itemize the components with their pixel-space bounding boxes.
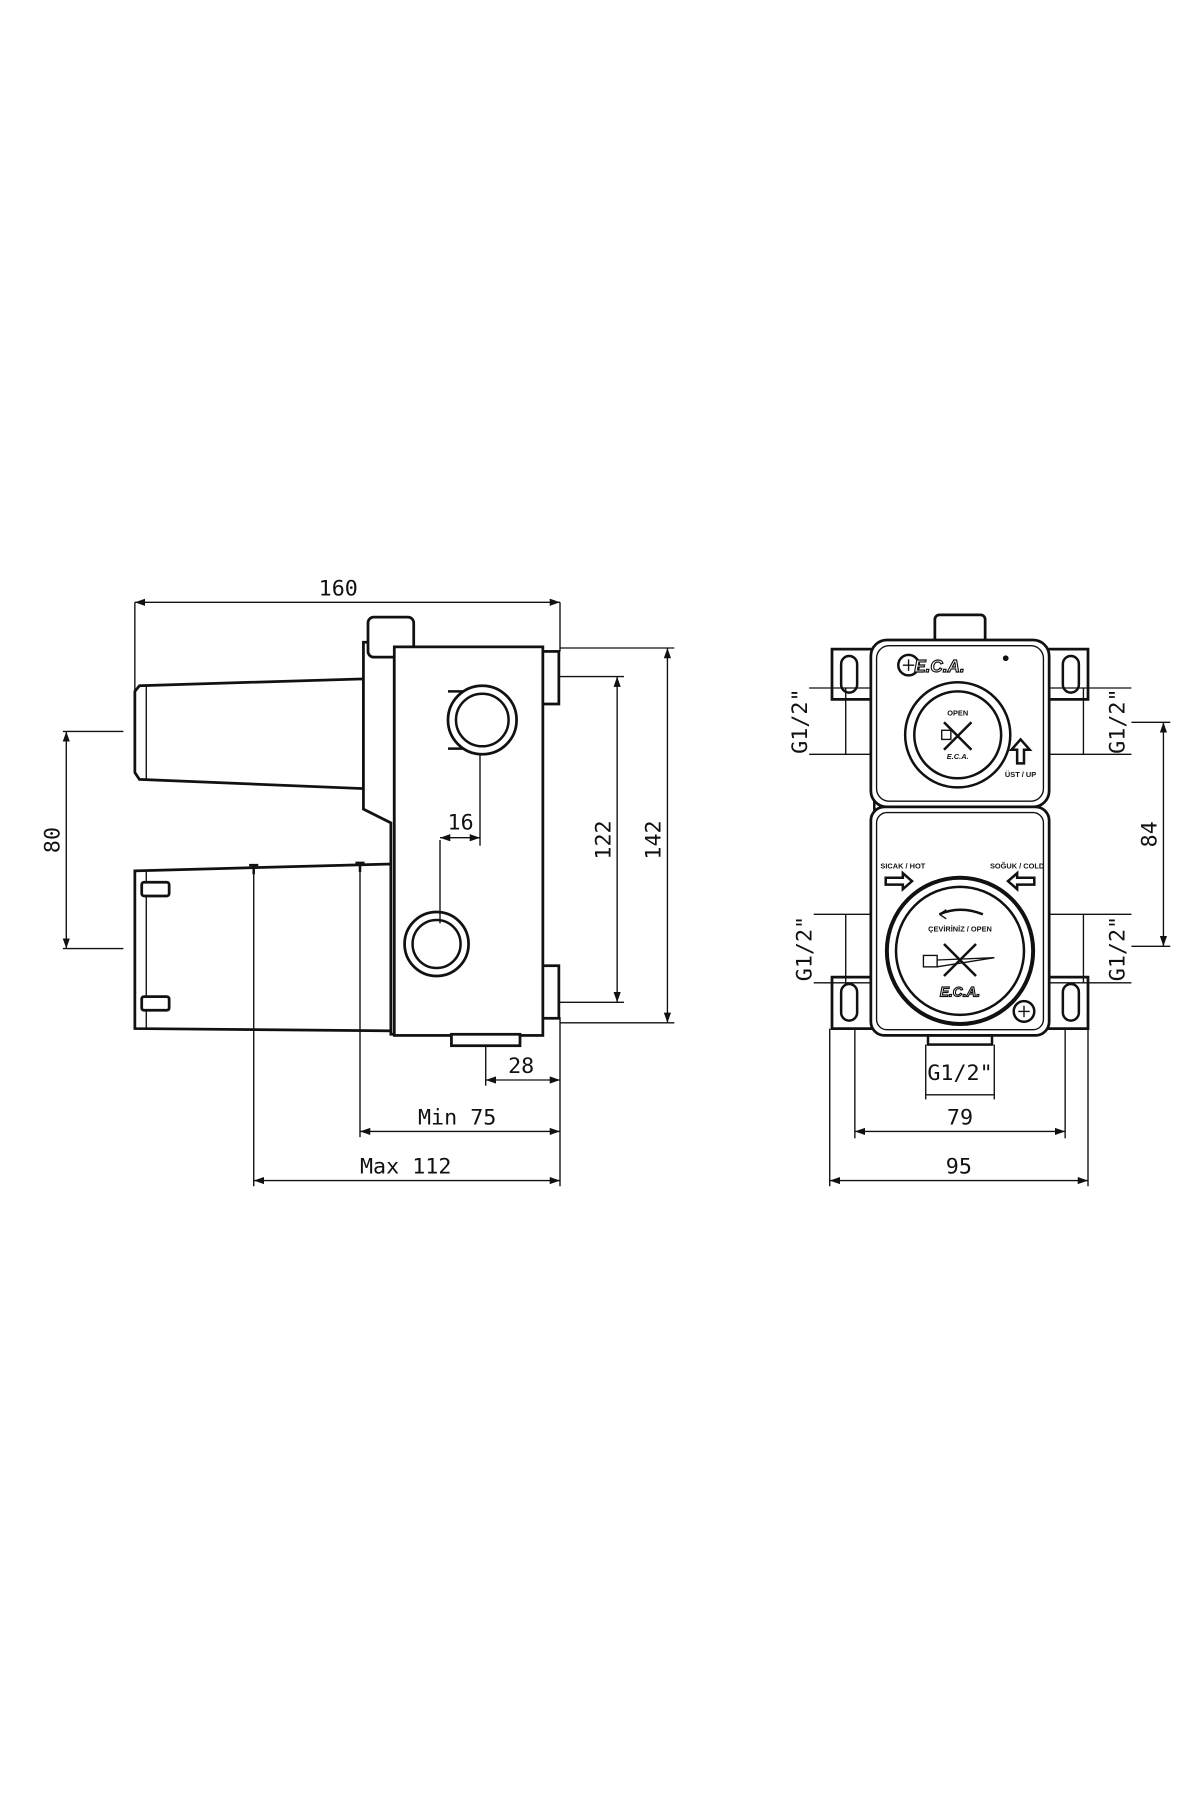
dim-min-depth: Min 75 [359,865,560,1138]
mixer-dial: ÇEVİRİNİZ / OPEN E.C.A. [884,875,1036,1026]
dial-logo-lower: E.C.A. [940,985,980,1000]
tab-bottom [541,964,561,1020]
thread-lower-left-label: G1/2" [792,916,817,981]
dim-122-label: 122 [591,820,616,859]
dim-thread-lower-left: G1/2" [792,913,871,984]
cold-label: SOĞUK / COLD [990,862,1045,871]
tab-top [541,650,561,706]
upper-handle [133,677,365,790]
lower-cartridge [133,862,393,1033]
dim-max112-label: Max 112 [360,1155,451,1180]
dim-16-label: 16 [448,811,474,836]
dim-142-label: 142 [642,820,667,859]
dim-inner-height: 122 [560,675,624,1003]
dim-min75-label: Min 75 [418,1106,496,1131]
dim-thread-lower-right: G1/2" [1049,913,1132,984]
dial-logo: E.C.A. [947,752,969,761]
dim-connection-spacing: 84 [1131,721,1171,947]
side-view: 160 80 16 122 142 [40,576,675,1187]
hot-label: SICAK / HOT [880,862,925,871]
dim-max-depth: Max 112 [253,865,560,1187]
dim-thread-upper-left: G1/2" [788,687,871,755]
screw-icon [897,653,1036,1023]
turn-open-label: ÇEVİRİNİZ / OPEN [928,924,992,933]
cold-arrow-icon [1006,870,1036,892]
dial-open-label: OPEN [947,708,968,717]
dim-28-label: 28 [508,1054,534,1079]
dim-handle-spacing: 80 [40,730,124,950]
up-label: ÜST / UP [1005,770,1036,779]
dim-overall-width: 160 [134,576,561,723]
dim-bracket-spacing: 79 [854,1028,1066,1139]
dim-overall-height: 142 [560,647,675,1024]
front-view: E.C.A. OPEN E.C.A. ÜST / UP SICAK / HOT … [788,613,1171,1187]
thread-upper-right-label: G1/2" [1106,688,1131,753]
dim-outlet-thread: G1/2" [925,1044,995,1100]
diverter-dial: OPEN E.C.A. [903,681,1012,789]
mounting-bracket-right [1044,647,1090,1030]
lower-inlet-pipe [403,910,470,978]
clip-lower [140,995,171,1012]
outlet-thread-label: G1/2" [927,1061,992,1086]
up-arrow-icon [1008,737,1033,765]
mounting-bracket-left [830,647,876,1030]
dim-160-label: 160 [319,576,358,601]
thread-upper-left-label: G1/2" [788,688,813,753]
dim-79-label: 79 [947,1106,973,1131]
upper-inlet-pipe [446,684,518,756]
dim-84-label: 84 [1138,821,1163,847]
bottom-outlet [450,1032,522,1048]
dim-overall-width-front: 95 [829,1028,1089,1187]
brand-logo: E.C.A. [914,656,964,676]
bottom-outlet-front [926,1034,994,1046]
dim-thread-upper-right: G1/2" [1049,687,1132,755]
dim-95-label: 95 [946,1155,972,1180]
dim-80-label: 80 [40,827,65,853]
clip-upper [140,880,171,898]
thread-lower-right-label: G1/2" [1106,916,1131,981]
hot-arrow-icon [884,870,914,892]
dim-outlet-depth: 28 [485,1017,561,1187]
dim-pipe-offset: 16 [439,754,481,924]
